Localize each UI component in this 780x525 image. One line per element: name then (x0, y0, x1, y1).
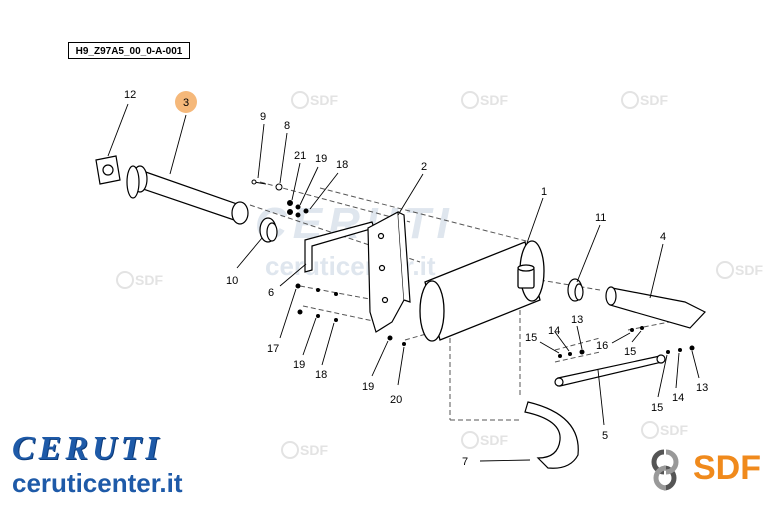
callout-13-top: 13 (571, 314, 583, 326)
callout-12: 12 (124, 89, 136, 101)
svg-text:SDF: SDF (660, 422, 688, 438)
part-1-muffler (419, 240, 545, 342)
svg-text:SDF: SDF (735, 262, 763, 278)
part-3-pipe (126, 165, 249, 225)
callout-19-top: 19 (315, 153, 327, 165)
svg-text:SDF: SDF (480, 432, 508, 448)
callout-3: 3 (183, 97, 189, 109)
callout-19-bottom: 19 (362, 381, 374, 393)
part-2-mounting-plate (367, 211, 411, 333)
highlight-part-3 (175, 91, 197, 113)
lower-left-fasteners (295, 283, 406, 346)
part-10-clamp (259, 217, 278, 243)
callout-15-left: 15 (525, 332, 537, 344)
svg-text:SDF: SDF (135, 272, 163, 288)
callout-10: 10 (226, 275, 238, 287)
part-4-outlet-pipe (605, 286, 706, 329)
callout-21: 21 (294, 150, 306, 162)
part-11-clamp (567, 278, 584, 302)
ceruti-brand-url: ceruticenter.it (12, 468, 183, 498)
part-12-gasket (95, 155, 121, 185)
callout-13-right: 13 (696, 382, 708, 394)
callout-18-top: 18 (336, 159, 348, 171)
sdf-watermarks: SDF SDF SDF SDF SDF SDF SDF SDF (116, 91, 763, 459)
callout-6: 6 (268, 287, 274, 299)
callout-17: 17 (267, 343, 279, 355)
callout-7: 7 (462, 456, 468, 468)
callout-20: 20 (390, 394, 402, 406)
drawing-code: H9_Z97A5_00_0-A-001 (68, 42, 190, 59)
callout-9: 9 (260, 111, 266, 123)
svg-text:SDF: SDF (300, 442, 328, 458)
ceruti-logo: CERUTI ceruticenter.it (12, 430, 183, 499)
svg-text:SDF: SDF (310, 92, 338, 108)
callout-15-mid: 15 (624, 346, 636, 358)
right-fasteners (558, 326, 695, 358)
callout-5: 5 (602, 430, 608, 442)
ceruti-watermark: CERUTI (255, 199, 455, 248)
leader-lines (107, 103, 700, 462)
callout-4: 4 (660, 231, 666, 243)
svg-text:SDF: SDF (640, 92, 668, 108)
small-bolts (251, 179, 309, 218)
sdf-brand-name: SDF (693, 449, 761, 487)
callout-labels: 12 3 9 8 21 19 18 2 1 11 4 10 6 17 19 18… (124, 89, 708, 468)
callout-1: 1 (541, 186, 547, 198)
part-6-bracket (304, 221, 375, 273)
sdf-logo: SDF (640, 446, 776, 494)
sdf-emblem-icon (651, 449, 679, 491)
callout-14-top: 14 (548, 325, 560, 337)
svg-text:SDF: SDF (480, 92, 508, 108)
callout-16: 16 (596, 340, 608, 352)
callout-2: 2 (421, 161, 427, 173)
ceruti-brand-name: CERUTI (12, 430, 163, 467)
callout-8: 8 (284, 120, 290, 132)
callout-19-left: 19 (293, 359, 305, 371)
part-5-rod (554, 354, 666, 387)
callout-14-right: 14 (672, 392, 684, 404)
callout-15-right: 15 (651, 402, 663, 414)
callout-11: 11 (595, 212, 606, 224)
part-7-strap (524, 401, 579, 469)
callout-18-left: 18 (315, 369, 327, 381)
